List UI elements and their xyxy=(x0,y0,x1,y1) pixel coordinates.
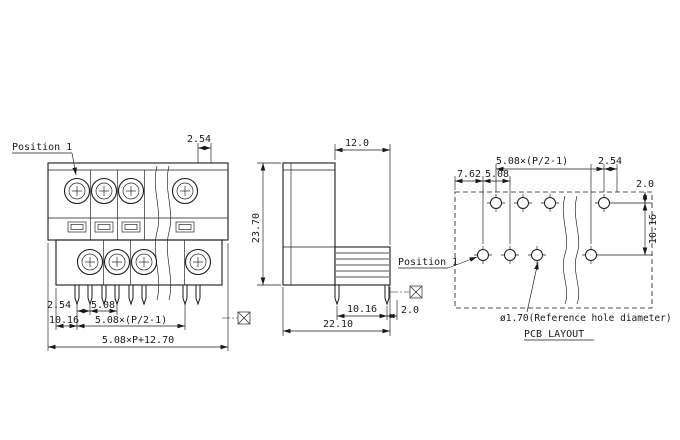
pcb-bottom-hole-row xyxy=(473,245,601,265)
pcb-layout-dimensions: 5.08×(P/2-1) 2.54 7.62 5.08 2.0 10.16 Po… xyxy=(398,156,672,341)
dim-label: 22.10 xyxy=(323,319,353,330)
contact-lines xyxy=(336,252,389,278)
upper-terminal-row xyxy=(63,177,199,205)
front-view xyxy=(47,162,251,325)
pcb-hole xyxy=(527,245,547,265)
datum-box-icon xyxy=(409,285,423,299)
pin xyxy=(128,284,134,305)
pin xyxy=(195,284,201,305)
wire-slot-row xyxy=(67,221,195,233)
dim-first-hole: 7.62 xyxy=(455,169,483,184)
wire-slot xyxy=(94,221,114,233)
pcb-hole xyxy=(486,193,506,213)
terminal xyxy=(76,248,104,276)
dim-label: 10.16 xyxy=(49,315,79,326)
datum-marker-side xyxy=(390,285,423,299)
pin xyxy=(384,284,390,305)
dim-label: 10.16 xyxy=(347,304,377,315)
terminal xyxy=(90,177,118,205)
dim-label: 2.54 xyxy=(187,134,211,145)
terminal xyxy=(63,177,91,205)
pcb-hole xyxy=(540,193,560,213)
pin xyxy=(74,284,80,305)
datum-marker-front xyxy=(222,311,251,325)
extension-lines-front xyxy=(47,143,229,351)
dim-stagger-pcb: 2.54 xyxy=(598,156,622,172)
dim-label: 5.08×(P/2-1) xyxy=(496,156,568,167)
pcb-layout-title-group: PCB LAYOUT xyxy=(524,329,594,341)
position-1-callout: Position 1 xyxy=(12,142,77,176)
break-lines-front xyxy=(154,165,172,301)
side-view xyxy=(282,162,423,305)
wire-slot xyxy=(175,221,195,233)
dim-label: 5.08×(P/2-1) xyxy=(95,315,167,326)
dim-top-width: 12.0 xyxy=(335,138,390,153)
dim-label: 5.08 xyxy=(91,300,115,311)
front-housing-lower xyxy=(55,239,223,286)
side-view-dimensions: 12.0 23.70 10.16 2.0 22.10 xyxy=(251,138,419,336)
dim-label: 2.0 xyxy=(636,179,654,190)
pcb-outline xyxy=(454,191,653,309)
dim-label: 12.0 xyxy=(345,138,369,149)
terminal xyxy=(184,248,212,276)
dim-label: 5.08×P+12.70 xyxy=(102,335,174,346)
pcb-hole xyxy=(581,245,601,265)
dim-row-span: 5.08×(P/2-1) xyxy=(77,315,185,329)
dim-overall-depth: 22.10 xyxy=(283,319,390,334)
dim-row-span-pcb: 5.08×(P/2-1) xyxy=(496,156,604,172)
dim-pin-row-spacing: 10.16 xyxy=(337,304,387,319)
hole-diameter-callout: ø1.70(Reference hole diameter) xyxy=(500,261,672,324)
pcb-layout-title: PCB LAYOUT xyxy=(524,329,584,340)
lower-separators xyxy=(103,240,185,285)
datum-box-icon xyxy=(237,311,251,325)
wire-slot xyxy=(67,221,87,233)
dim-height: 23.70 xyxy=(251,163,266,285)
pcb-layout-view xyxy=(454,191,653,309)
pin xyxy=(334,284,340,305)
dim-edge-margin: 2.0 xyxy=(636,179,654,203)
terminal xyxy=(130,248,158,276)
front-view-dimensions: Position 1 2.54 2.54 5.08 10.16 xyxy=(12,134,229,351)
terminal xyxy=(117,177,145,205)
position-1-label: Position 1 xyxy=(398,257,458,268)
dim-label: 2.54 xyxy=(598,156,622,167)
dim-label: 5.08 xyxy=(485,169,509,180)
pin xyxy=(114,284,120,305)
side-body xyxy=(282,162,336,286)
dim-edge-offset-top: 2.54 xyxy=(187,134,211,151)
terminal xyxy=(171,177,199,205)
dim-pitch: 5.08 xyxy=(90,300,117,314)
dim-pitch-pcb: 5.08 xyxy=(483,169,510,184)
pin xyxy=(141,284,147,305)
dim-label: 23.70 xyxy=(251,213,262,243)
dim-label: 2.0 xyxy=(401,305,419,316)
pcb-hole xyxy=(594,193,614,213)
position-1-label: Position 1 xyxy=(12,142,72,153)
dim-pin-to-edge: 2.0 xyxy=(387,305,419,319)
housing-separators xyxy=(90,170,145,240)
dim-label: 2.54 xyxy=(47,300,71,311)
break-lines-pcb xyxy=(562,195,580,305)
side-pins xyxy=(334,284,390,305)
pcb-hole xyxy=(473,245,493,265)
lower-terminal-row xyxy=(76,248,212,276)
position-1-callout-pcb: Position 1 xyxy=(398,256,478,269)
dim-label: 7.62 xyxy=(457,169,481,180)
dim-row-spacing-pcb: 10.16 xyxy=(642,203,659,255)
terminal xyxy=(103,248,131,276)
pin xyxy=(182,284,188,305)
dim-label: 10.16 xyxy=(648,214,659,244)
dim-overall-width: 5.08×P+12.70 xyxy=(48,335,228,350)
pcb-top-hole-row xyxy=(486,193,614,213)
pcb-hole xyxy=(513,193,533,213)
hole-diameter-note: ø1.70(Reference hole diameter) xyxy=(500,313,672,324)
pcb-hole xyxy=(500,245,520,265)
wire-slot xyxy=(121,221,141,233)
side-contact-block xyxy=(334,246,391,286)
dim-row-offset: 10.16 xyxy=(49,315,79,329)
dim-pin-stagger: 2.54 xyxy=(47,300,90,314)
